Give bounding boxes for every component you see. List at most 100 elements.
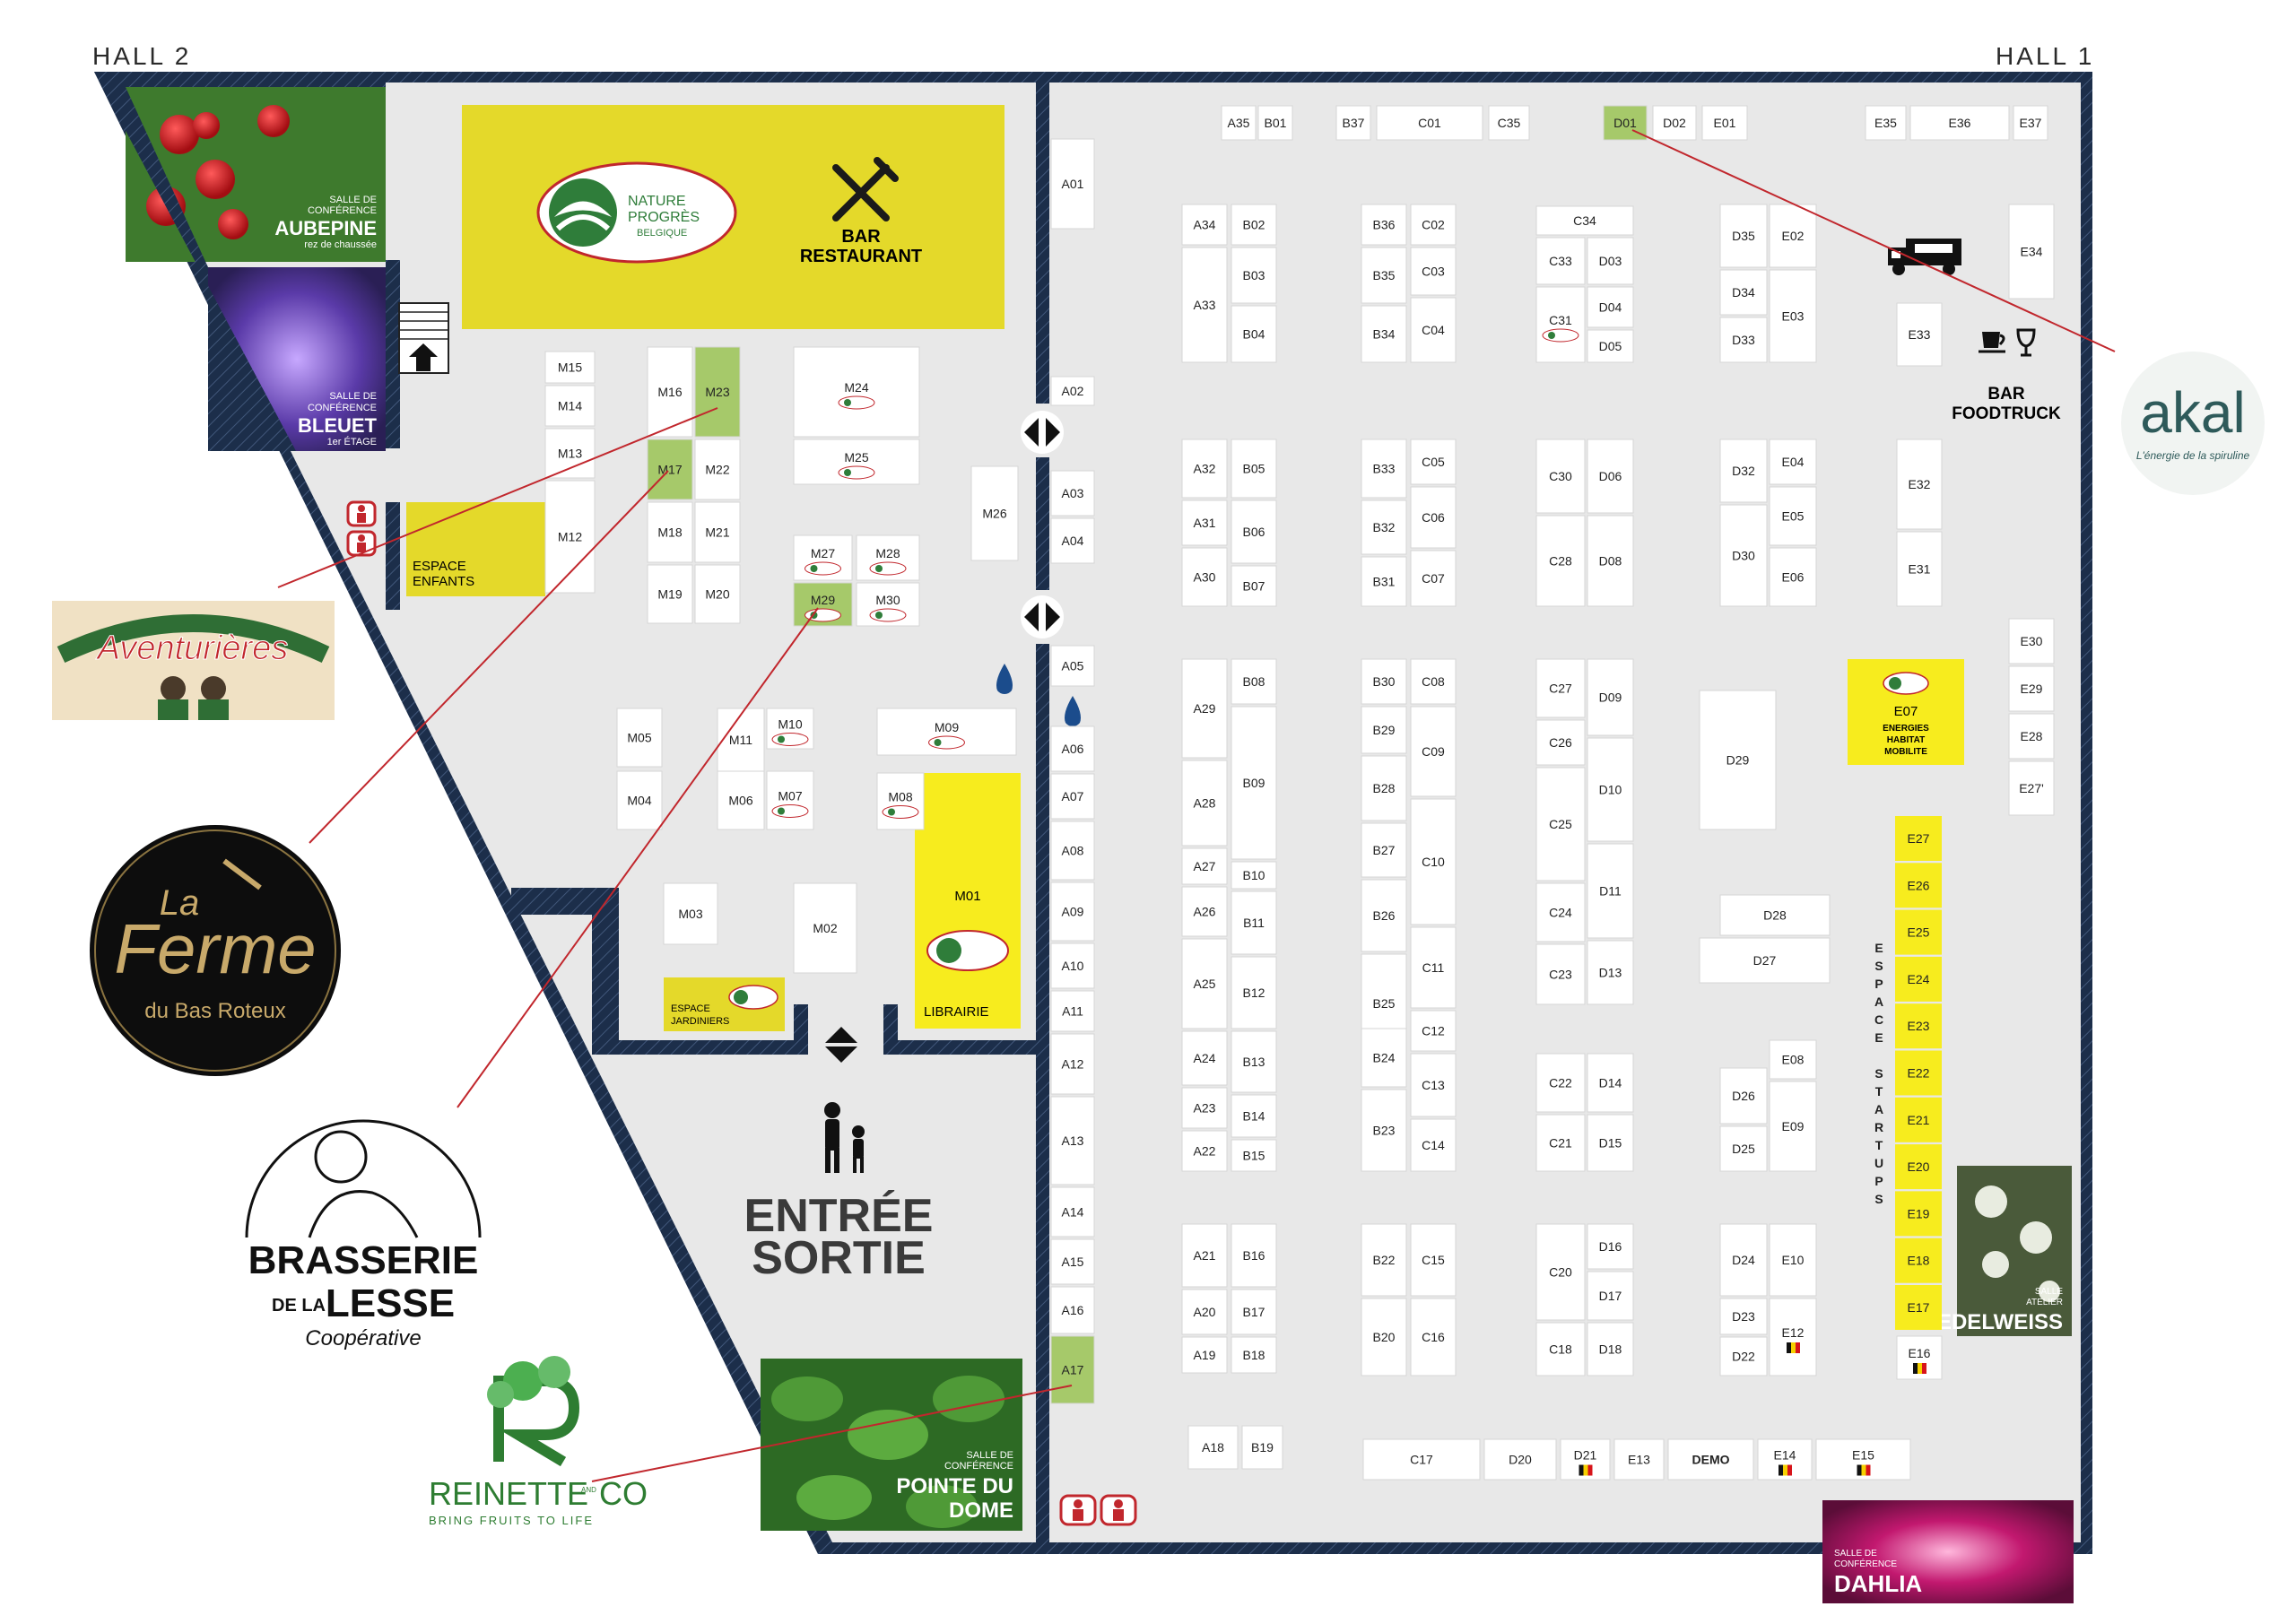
stand-c30[interactable]: C30 (1535, 439, 1586, 514)
stand-e09[interactable]: E09 (1769, 1081, 1817, 1172)
stand-a22[interactable]: A22 (1181, 1130, 1228, 1172)
stand-e37[interactable]: E37 (2013, 105, 2048, 141)
stand-a27[interactable]: A27 (1181, 847, 1228, 885)
stand-e35[interactable]: E35 (1865, 105, 1907, 141)
stand-e03[interactable]: E03 (1769, 269, 1817, 363)
stand-e24[interactable]: E24 (1895, 956, 1942, 1002)
reinette-co-logo[interactable]: REINETTE AND CO BRING FRUITS TO LIFE (429, 1356, 648, 1527)
stand-a11[interactable]: A11 (1050, 990, 1095, 1032)
stand-m04[interactable]: M04 (616, 770, 663, 830)
stand-a17[interactable]: A17 (1050, 1335, 1095, 1404)
stand-b37[interactable]: B37 (1335, 105, 1371, 141)
stand-a33[interactable]: A33 (1181, 247, 1228, 363)
stand-d05[interactable]: D05 (1587, 329, 1634, 363)
stand-m19[interactable]: M19 (647, 564, 693, 624)
stand-e06[interactable]: E06 (1769, 547, 1817, 607)
stand-b17[interactable]: B17 (1231, 1289, 1277, 1335)
stand-d30[interactable]: D30 (1719, 504, 1768, 607)
stand-a04[interactable]: A04 (1050, 517, 1095, 564)
stand-c25[interactable]: C25 (1535, 767, 1586, 881)
stand-c18[interactable]: C18 (1535, 1322, 1586, 1376)
stand-d32[interactable]: D32 (1719, 439, 1768, 503)
stand-e02[interactable]: E02 (1769, 204, 1817, 268)
stand-a12[interactable]: A12 (1050, 1033, 1095, 1095)
stand-m15[interactable]: M15 (544, 351, 596, 384)
stand-b15[interactable]: B15 (1231, 1139, 1277, 1172)
stand-e12[interactable]: E12 (1769, 1298, 1817, 1376)
stand-c34[interactable]: C34 (1535, 205, 1634, 236)
stand-c13[interactable]: C13 (1410, 1053, 1457, 1117)
stand-m30[interactable]: M30 (856, 582, 920, 627)
stand-e33[interactable]: E33 (1896, 302, 1943, 367)
stand-d29[interactable]: D29 (1699, 690, 1777, 830)
ferme-bas-roteux-logo[interactable]: La Ferme du Bas Roteux (90, 825, 341, 1076)
stand-b24[interactable]: B24 (1361, 1028, 1407, 1088)
stand-d11[interactable]: D11 (1587, 843, 1634, 939)
stand-m18[interactable]: M18 (647, 501, 693, 563)
stand-b26[interactable]: B26 (1361, 879, 1407, 952)
stand-e17[interactable]: E17 (1895, 1285, 1942, 1330)
stand-a31[interactable]: A31 (1181, 499, 1228, 546)
stand-m05[interactable]: M05 (616, 708, 663, 768)
stand-d24[interactable]: D24 (1719, 1223, 1768, 1297)
stand-a25[interactable]: A25 (1181, 938, 1228, 1029)
stand-m21[interactable]: M21 (694, 501, 741, 563)
stand-m22[interactable]: M22 (694, 439, 741, 500)
stand-b35[interactable]: B35 (1361, 247, 1407, 304)
stand-c31[interactable]: C31 (1535, 286, 1586, 363)
stand-d13[interactable]: D13 (1587, 940, 1634, 1005)
stand-a23[interactable]: A23 (1181, 1087, 1228, 1129)
stand-m25[interactable]: M25 (793, 439, 920, 485)
stand-a01[interactable]: A01 (1050, 138, 1095, 230)
stand-b14[interactable]: B14 (1231, 1094, 1277, 1138)
stand-d15[interactable]: D15 (1587, 1114, 1634, 1172)
stand-d17[interactable]: D17 (1587, 1271, 1634, 1321)
stand-m24[interactable]: M24 (793, 346, 920, 438)
stand-c26[interactable]: C26 (1535, 719, 1586, 766)
stand-a19[interactable]: A19 (1181, 1336, 1228, 1374)
stand-demo[interactable]: DEMO (1667, 1438, 1754, 1481)
stand-e21[interactable]: E21 (1895, 1097, 1942, 1142)
stand-e23[interactable]: E23 (1895, 1003, 1942, 1049)
stand-d27[interactable]: D27 (1699, 937, 1831, 984)
stand-e15[interactable]: E15 (1815, 1438, 1911, 1481)
stand-d22[interactable]: D22 (1719, 1336, 1768, 1376)
stand-b06[interactable]: B06 (1231, 499, 1277, 564)
stand-b03[interactable]: B03 (1231, 247, 1277, 304)
stand-e13[interactable]: E13 (1613, 1438, 1665, 1481)
stand-a10[interactable]: A10 (1050, 942, 1095, 989)
stand-c35[interactable]: C35 (1488, 105, 1530, 141)
stand-e08[interactable]: E08 (1769, 1039, 1817, 1080)
stand-m03[interactable]: M03 (663, 882, 718, 945)
stand-e19[interactable]: E19 (1895, 1191, 1942, 1237)
room-pointe-du-dome[interactable]: SALLE DE CONFÉRENCE POINTE DU DOME (761, 1359, 1022, 1531)
stand-b16[interactable]: B16 (1231, 1223, 1277, 1288)
stand-a21[interactable]: A21 (1181, 1223, 1228, 1288)
stand-a16[interactable]: A16 (1050, 1286, 1095, 1334)
stand-a03[interactable]: A03 (1050, 470, 1095, 517)
stand-e31[interactable]: E31 (1896, 531, 1943, 607)
stand-a35[interactable]: A35 (1221, 105, 1257, 141)
stand-a20[interactable]: A20 (1181, 1289, 1228, 1335)
stand-c21[interactable]: C21 (1535, 1114, 1586, 1172)
stand-b04[interactable]: B04 (1231, 305, 1277, 363)
stand-d21[interactable]: D21 (1560, 1438, 1611, 1481)
akal-logo[interactable]: akal L'énergie de la spiruline (2121, 352, 2265, 495)
stand-e32[interactable]: E32 (1896, 439, 1943, 530)
stand-m10[interactable]: M10 (766, 708, 814, 750)
stand-m12[interactable]: M12 (544, 480, 596, 594)
stand-e20[interactable]: E20 (1895, 1144, 1942, 1190)
stand-m13[interactable]: M13 (544, 428, 596, 479)
stand-d06[interactable]: D06 (1587, 439, 1634, 514)
stand-a13[interactable]: A13 (1050, 1096, 1095, 1185)
stand-d28[interactable]: D28 (1719, 894, 1831, 936)
stand-m28[interactable]: M28 (856, 534, 920, 581)
stand-b30[interactable]: B30 (1361, 658, 1407, 705)
stand-b27[interactable]: B27 (1361, 822, 1407, 878)
stand-e34[interactable]: E34 (2008, 204, 2055, 300)
stand-m20[interactable]: M20 (694, 564, 741, 624)
stand-b20[interactable]: B20 (1361, 1298, 1407, 1376)
stand-d16[interactable]: D16 (1587, 1223, 1634, 1270)
stand-b05[interactable]: B05 (1231, 439, 1277, 499)
stand-b18[interactable]: B18 (1231, 1336, 1277, 1374)
